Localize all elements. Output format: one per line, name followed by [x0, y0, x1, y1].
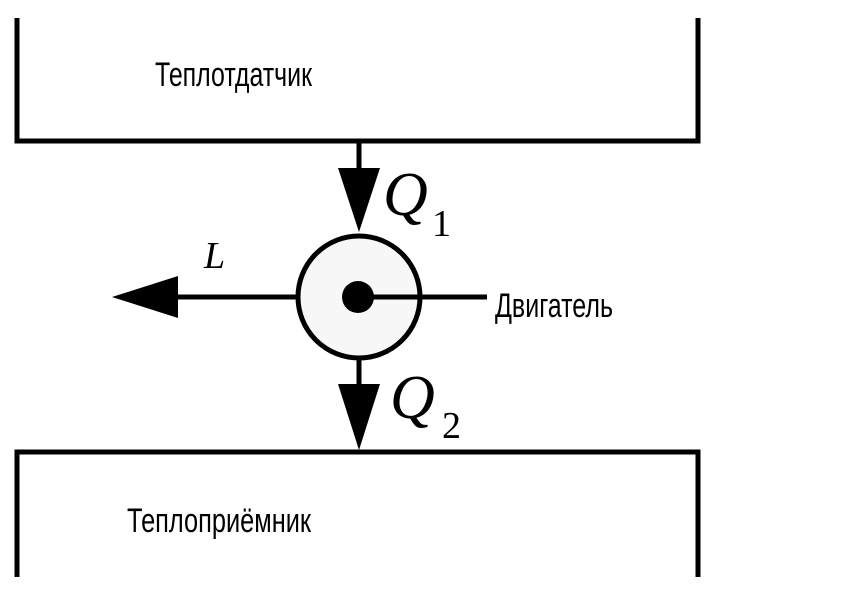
- q1-symbol: Q: [383, 161, 428, 229]
- q1-label: Q 1: [383, 161, 451, 245]
- q2-subscript: 2: [442, 405, 461, 447]
- q2-arrow: [338, 358, 380, 450]
- q2-label: Q 2: [390, 364, 461, 447]
- heat-sink-label: Теплоприёмник: [127, 502, 312, 540]
- work-label: L: [203, 235, 225, 277]
- work-arrow: [112, 276, 297, 318]
- engine-label: Двигатель: [495, 287, 613, 325]
- q2-symbol: Q: [390, 364, 435, 432]
- q1-arrow: [338, 141, 380, 232]
- heat-source-label: Теплотдатчик: [155, 56, 313, 94]
- heat-sink-box: [14, 449, 701, 577]
- heat-source-box: [14, 18, 701, 144]
- q1-subscript: 1: [432, 203, 451, 245]
